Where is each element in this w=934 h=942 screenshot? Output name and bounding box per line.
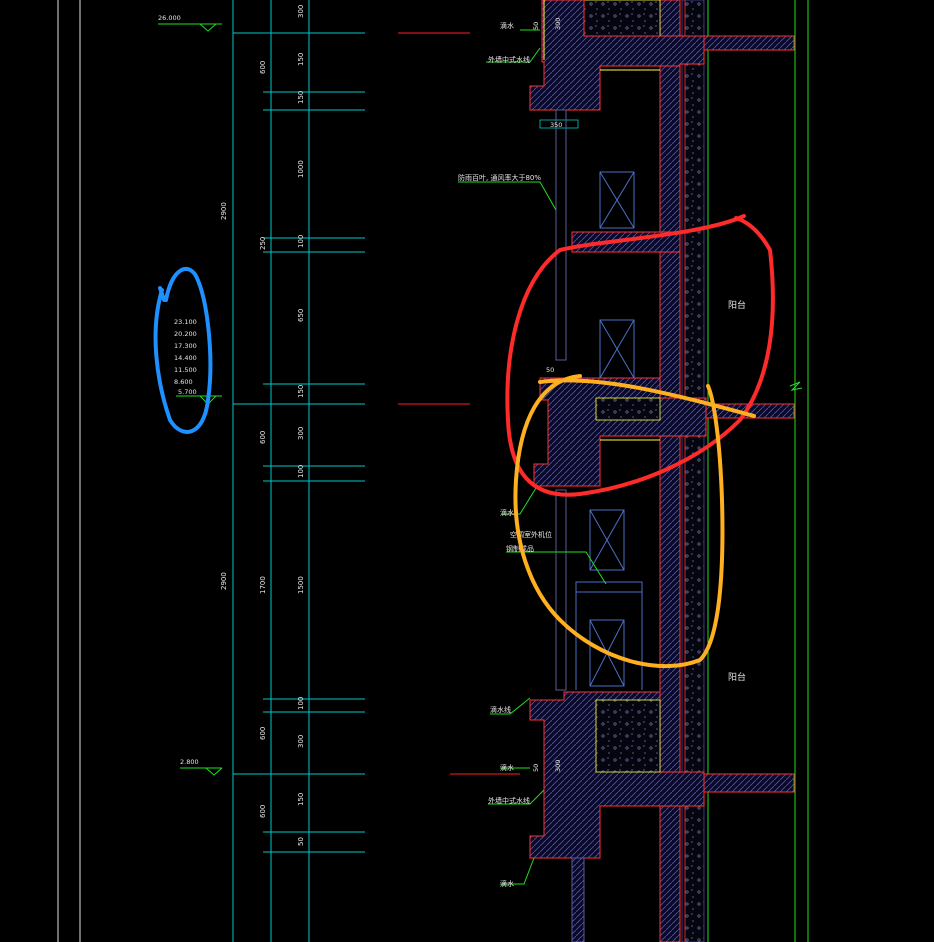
dimension-lines (232, 0, 365, 942)
dim-c3-11: 100 (297, 697, 305, 710)
level-5: 11.500 (174, 366, 197, 374)
dim-overall-2: 2900 (220, 572, 228, 590)
markup-red-circle (505, 214, 775, 497)
level-4: 14.400 (174, 354, 197, 362)
ac-unit-frame (555, 489, 643, 691)
detail-dim-3: 350 (550, 121, 562, 129)
markup-orange-circle (513, 374, 756, 669)
dim-c2-3: 600 (259, 431, 267, 444)
label-waterline-top: 外墙中式水线 (488, 55, 530, 64)
section-cut-lines (398, 32, 520, 775)
dim-c3-13: 150 (297, 793, 305, 806)
markup-blue-ellipse (153, 266, 213, 434)
dimension-texts: 2900 2900 600 250 600 1700 600 600 300 1… (220, 5, 305, 846)
dim-c2-5: 600 (259, 727, 267, 740)
label-louver: 防雨百叶, 通风率大于80% (458, 173, 541, 182)
middle-slab-detail (533, 231, 707, 487)
label-balcony-upper: 阳台 (728, 299, 746, 311)
level-1: 23.100 (174, 318, 197, 326)
dim-c3-2: 150 (297, 53, 305, 66)
label-balcony-lower: 阳台 (728, 671, 746, 683)
label-drip-mid: 滴水 (500, 508, 514, 517)
dim-c3-7: 150 (297, 385, 305, 398)
dim-c3-3: 150 (297, 91, 305, 104)
level-7: 5.700 (178, 388, 197, 396)
dim-c3-14: 50 (297, 837, 305, 846)
dim-c3-10: 1500 (297, 576, 305, 594)
label-ac-note-1: 空调室外机位 (510, 530, 552, 539)
dim-c3-1: 300 (297, 5, 305, 18)
dim-c3-5: 100 (297, 235, 305, 248)
level-texts: 26.000 23.100 20.200 17.300 14.400 11.50… (158, 14, 199, 766)
dim-c2-4: 1700 (259, 576, 267, 594)
leader-lines (458, 29, 607, 885)
dim-c2-2: 250 (259, 237, 267, 250)
dim-c3-9: 100 (297, 465, 305, 478)
detail-dim-1: 50 (532, 22, 540, 30)
label-drip-lower-a: 滴水线 (490, 705, 511, 714)
markup-annotations (153, 214, 775, 669)
label-waterline-bottom: 外墙中式水线 (488, 796, 530, 805)
dim-c2-1: 600 (259, 61, 267, 74)
dim-c2-6: 600 (259, 805, 267, 818)
level-3: 17.300 (174, 342, 197, 350)
level-top: 26.000 (158, 14, 181, 22)
upper-slab-detail (529, 0, 705, 129)
dim-overall-1: 2900 (220, 202, 228, 220)
dim-c3-6: 650 (297, 309, 305, 322)
level-bottom: 2.800 (180, 758, 199, 766)
level-6: 8.600 (174, 378, 193, 386)
detail-dim-5: 300 (554, 760, 562, 772)
detail-dim-6: 50 (532, 764, 540, 772)
label-drip-top: 滴水 (500, 21, 514, 30)
label-drip-lower-b: 滴水 (500, 763, 514, 772)
level-2: 20.200 (174, 330, 197, 338)
dim-c3-12: 300 (297, 735, 305, 748)
dim-c3-8: 300 (297, 427, 305, 440)
dim-c3-4: 1000 (297, 160, 305, 178)
detail-dim-4: 50 (546, 366, 554, 374)
frame-lines (57, 0, 81, 942)
lower-slab-detail (529, 691, 705, 942)
detail-dim-2: 300 (554, 18, 562, 30)
detail-dims: 50 300 350 50 300 50 (532, 18, 562, 772)
level-markers (158, 23, 223, 776)
label-drip-bottom: 滴水 (500, 879, 514, 888)
